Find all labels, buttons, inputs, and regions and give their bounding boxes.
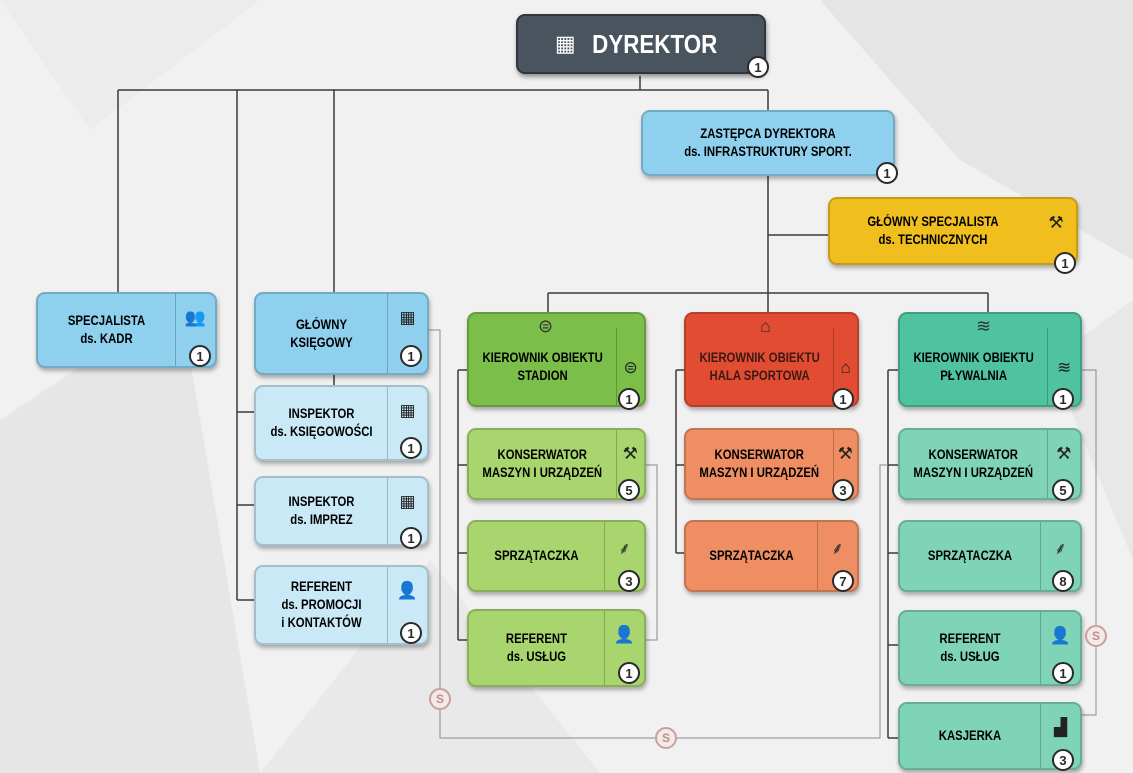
- director-count-badge: 1: [747, 56, 769, 78]
- calculator-icon: ▦: [387, 387, 427, 459]
- chief-technical-count-badge: 1: [1054, 252, 1076, 274]
- stadium-maintenance-box: KONSERWATOR MASZYN I URZĄDZEŃ ⚒: [467, 428, 646, 500]
- tools-icon: ⚒: [615, 430, 645, 498]
- chief-technical-box: GŁÓWNY SPECJALISTA ds. TECHNICZNYCH ⚒: [828, 197, 1078, 265]
- promo-officer-count-badge: 1: [400, 622, 422, 644]
- pool-services-count-badge: 1: [1052, 662, 1074, 684]
- pool-cleaner-count-badge: 8: [1052, 570, 1074, 592]
- cash-register-icon: ▟: [1040, 704, 1080, 768]
- hall-cleaner-label: SPRZĄTACZKA: [709, 548, 794, 564]
- stadium-top-icon: ⊜: [538, 316, 554, 336]
- hr-specialist-label: SPECJALISTA ds. KADR: [67, 313, 146, 346]
- deputy-director-box: ZASTĘPCA DYREKTORA ds. INFRASTRUKTURY SP…: [641, 110, 895, 176]
- hall-manager-count-badge: 1: [832, 388, 854, 410]
- deputy-director-label: ZASTĘPCA DYREKTORA ds. INFRASTRUKTURY SP…: [684, 126, 852, 159]
- inspector-events-count-badge: 1: [400, 527, 422, 549]
- inspector-events-box: INSPEKTOR ds. IMPREZ ▦: [254, 476, 429, 546]
- coin-icon: S: [1085, 625, 1107, 647]
- person-icon: 👤: [604, 611, 644, 685]
- director-title: DYREKTOR: [591, 28, 717, 59]
- pool-cashier-label: KASJERKA: [938, 728, 1002, 744]
- stadium-cleaner-label: SPRZĄTACZKA: [494, 548, 579, 564]
- stadium-services-label: REFERENT ds. USŁUG: [505, 631, 568, 664]
- person-icon: 👤: [1040, 612, 1080, 684]
- stadium-maintenance-count-badge: 5: [618, 479, 640, 501]
- broom-icon: ⸙: [604, 522, 644, 590]
- hall-cleaner-box: SPRZĄTACZKA ⸙: [684, 520, 859, 592]
- chief-technical-label: GŁÓWNY SPECJALISTA ds. TECHNICZNYCH: [867, 214, 999, 247]
- chief-accountant-count-badge: 1: [400, 345, 422, 367]
- pool-maintenance-label: KONSERWATOR MASZYN I URZĄDZEŃ: [913, 447, 1034, 480]
- stadium-manager-count-badge: 1: [618, 388, 640, 410]
- sports-hall-top-icon: ⌂: [760, 316, 771, 336]
- director-box: ▦ DYREKTOR: [516, 14, 766, 74]
- chief-accountant-box: GŁÓWNY KSIĘGOWY ▦: [254, 292, 429, 375]
- coin-icon: S: [655, 727, 677, 749]
- person-icon: 👤: [387, 567, 427, 643]
- swimming-pool-top-icon: ≋: [976, 316, 992, 336]
- promo-officer-label: REFERENT ds. PROMOCJI i KONTAKTÓW: [281, 579, 362, 630]
- hr-specialist-box: SPECJALISTA ds. KADR 👥: [36, 292, 217, 368]
- broom-icon: ⸙: [817, 522, 857, 590]
- people-group-icon: 👥: [175, 294, 215, 366]
- stadium-manager-label: KIEROWNIK OBIEKTU STADION: [482, 349, 603, 383]
- sports-hall-icon: ⌂: [833, 328, 857, 405]
- hr-specialist-count-badge: 1: [189, 345, 211, 367]
- stadium-maintenance-label: KONSERWATOR MASZYN I URZĄDZEŃ: [482, 447, 603, 480]
- swimming-pool-icon: ≋: [1047, 328, 1080, 405]
- inspector-accounts-count-badge: 1: [400, 437, 422, 459]
- hall-maintenance-count-badge: 3: [832, 479, 854, 501]
- pool-cleaner-label: SPRZĄTACZKA: [927, 548, 1013, 564]
- pool-maintenance-box: KONSERWATOR MASZYN I URZĄDZEŃ ⚒: [898, 428, 1082, 500]
- inspector-accounts-label: INSPEKTOR ds. KSIĘGOWOŚCI: [270, 406, 373, 439]
- inspector-events-label: INSPEKTOR ds. IMPREZ: [288, 494, 355, 527]
- pool-services-box: REFERENT ds. USŁUG 👤: [898, 610, 1082, 686]
- pool-cleaner-box: SPRZĄTACZKA ⸙: [898, 520, 1082, 592]
- coin-icon: S: [429, 688, 451, 710]
- promo-officer-box: REFERENT ds. PROMOCJI i KONTAKTÓW 👤: [254, 565, 429, 645]
- stadium-services-box: REFERENT ds. USŁUG 👤: [467, 609, 646, 687]
- pool-cashier-box: KASJERKA ▟: [898, 702, 1082, 770]
- pool-cashier-count-badge: 3: [1052, 749, 1074, 771]
- inspector-accounts-box: INSPEKTOR ds. KSIĘGOWOŚCI ▦: [254, 385, 429, 461]
- broom-icon: ⸙: [1040, 522, 1080, 590]
- tools-icon: ⚒: [1046, 430, 1081, 498]
- stadium-cleaner-count-badge: 3: [618, 570, 640, 592]
- stadium-services-count-badge: 1: [618, 662, 640, 684]
- hall-maintenance-box: KONSERWATOR MASZYN I URZĄDZEŃ ⚒: [684, 428, 859, 500]
- pool-manager-box: KIEROWNIK OBIEKTU PŁYWALNIA ≋: [898, 312, 1082, 407]
- calculator-icon: ▦: [387, 478, 427, 544]
- hall-maintenance-label: KONSERWATOR MASZYN I URZĄDZEŃ: [699, 447, 820, 480]
- pool-manager-count-badge: 1: [1052, 388, 1074, 410]
- chief-accountant-label: GŁÓWNY KSIĘGOWY: [290, 316, 353, 350]
- calculator-icon: ▦: [387, 294, 427, 373]
- building-icon: ▦: [554, 31, 576, 56]
- tools-icon: ⚒: [832, 430, 858, 498]
- hall-manager-label: KIEROWNIK OBIEKTU HALA SPORTOWA: [699, 349, 820, 383]
- hall-cleaner-count-badge: 7: [832, 570, 854, 592]
- stadium-icon: ⊜: [616, 328, 644, 405]
- deputy-count-badge: 1: [876, 162, 898, 184]
- pool-maintenance-count-badge: 5: [1052, 479, 1074, 501]
- tools-icon: ⚒: [1048, 213, 1064, 232]
- hall-manager-box: KIEROWNIK OBIEKTU HALA SPORTOWA ⌂: [684, 312, 859, 407]
- pool-manager-label: KIEROWNIK OBIEKTU PŁYWALNIA: [913, 349, 1034, 383]
- stadium-manager-box: KIEROWNIK OBIEKTU STADION ⊜: [467, 312, 646, 407]
- pool-services-label: REFERENT ds. USŁUG: [939, 631, 1001, 664]
- stadium-cleaner-box: SPRZĄTACZKA ⸙: [467, 520, 646, 592]
